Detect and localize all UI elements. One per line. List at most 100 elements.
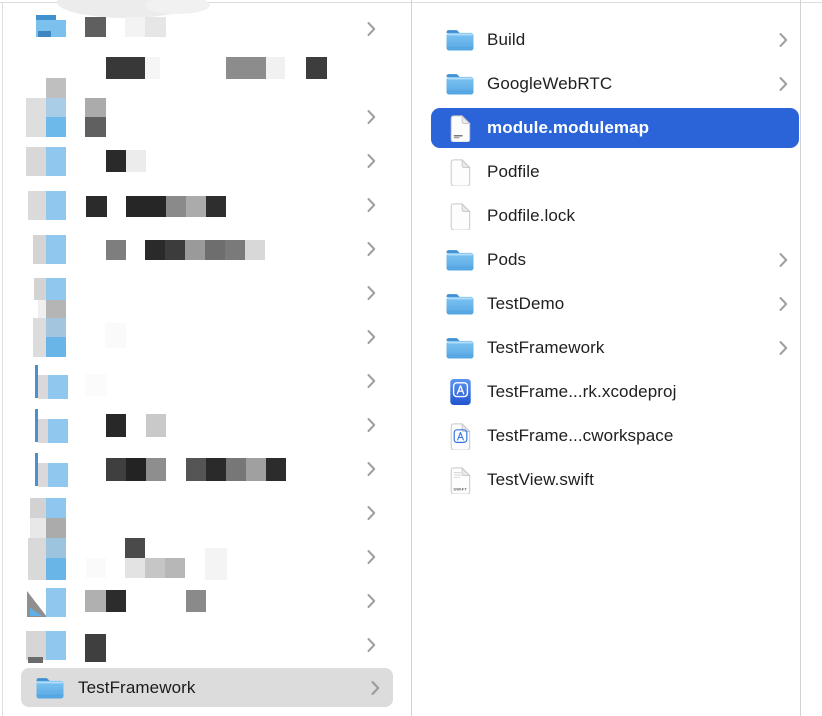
redacted-block: [205, 548, 227, 580]
redacted-block: [185, 240, 205, 260]
left-border-line: [2, 3, 3, 716]
redacted-block: [266, 458, 286, 481]
selected-folder-label: TestFramework: [78, 677, 196, 697]
redacted-block: [30, 607, 42, 616]
column-divider-right: [800, 0, 801, 716]
redacted-block: [246, 458, 266, 481]
chevron-right-icon: [779, 32, 788, 48]
redacted-block: [186, 458, 206, 481]
redacted-block: [85, 634, 106, 662]
selected-folder-row-testframework[interactable]: TestFramework: [21, 668, 393, 707]
file-row-testframework[interactable]: TestFramework: [412, 326, 800, 370]
redacted-block: [186, 590, 206, 612]
chevron-right-icon: [367, 285, 376, 301]
redacted-block: [46, 78, 66, 98]
redacted-block: [226, 458, 246, 481]
finder-column-children: Build GoogleWebRTC module.modulemap Podf…: [412, 0, 800, 716]
redacted-block: [34, 278, 46, 300]
redacted-block: [206, 458, 226, 481]
redacted-block: [48, 463, 68, 487]
redacted-block: [145, 17, 166, 37]
chevron-right-icon: [779, 340, 788, 356]
file-row-podfile-lock[interactable]: Podfile.lock: [412, 194, 800, 238]
folder-icon: [445, 333, 475, 363]
redacted-block: [145, 558, 165, 578]
redacted-block: [26, 147, 46, 176]
chevron-right-icon: [367, 197, 376, 213]
redacted-block: [206, 196, 226, 217]
redacted-block: [186, 196, 206, 217]
selection-highlight: [431, 108, 799, 148]
redacted-block: [165, 558, 185, 578]
redacted-block: [106, 57, 145, 79]
redacted-block: [46, 538, 66, 558]
redacted-block: [85, 117, 106, 137]
redacted-block: [46, 117, 66, 137]
redacted-block: [125, 17, 145, 37]
folder-icon: [445, 245, 475, 275]
file-row-module-modulemap[interactable]: module.modulemap: [412, 106, 800, 150]
redacted-block: [46, 147, 66, 176]
xcodeproj-icon: [445, 377, 475, 407]
file-label: TestFramework: [487, 338, 605, 357]
file-label: GoogleWebRTC: [487, 74, 613, 93]
redacted-block: [28, 191, 46, 220]
redacted-block: [46, 631, 66, 660]
doc-icon: [445, 201, 475, 231]
file-row-testdemo[interactable]: TestDemo: [412, 282, 800, 326]
file-row-testframe-rk-xcodeproj[interactable]: TestFrame...rk.xcodeproj: [412, 370, 800, 414]
redacted-block: [226, 57, 266, 79]
redacted-block: [35, 365, 38, 398]
chevron-right-icon: [779, 76, 788, 92]
redacted-block: [106, 590, 126, 612]
redacted-block: [30, 498, 46, 518]
redacted-block: [46, 498, 66, 518]
redacted-block: [145, 240, 165, 260]
redacted-block: [48, 419, 68, 443]
file-label: Podfile: [487, 162, 540, 181]
file-row-pods[interactable]: Pods: [412, 238, 800, 282]
file-row-build[interactable]: Build: [412, 18, 800, 62]
redacted-block: [46, 191, 66, 220]
redacted-block: [33, 235, 46, 264]
file-row-googlewebrtc[interactable]: GoogleWebRTC: [412, 62, 800, 106]
folder-icon: [445, 25, 475, 55]
redacted-block: [46, 235, 66, 264]
redacted-block: [165, 240, 185, 260]
column-divider: [411, 0, 412, 716]
redacted-block: [86, 558, 106, 578]
chevron-right-icon: [367, 637, 376, 653]
redacted-block: [46, 337, 66, 357]
redacted-block: [145, 57, 160, 79]
redacted-block: [106, 414, 126, 437]
chevron-right-icon: [779, 252, 788, 268]
redacted-block: [46, 558, 66, 580]
redacted-block: [46, 278, 66, 300]
redacted-block: [36, 15, 56, 22]
redacted-block: [245, 240, 265, 260]
redacted-block: [26, 98, 46, 137]
redacted-block: [85, 590, 106, 612]
file-label: TestView.swift: [487, 470, 594, 489]
file-label: Build: [487, 30, 526, 49]
file-label: module.modulemap: [487, 118, 650, 137]
file-row-testframe-cworkspace[interactable]: TestFrame...cworkspace: [412, 414, 800, 458]
redacted-block: [106, 458, 126, 481]
redacted-block: [85, 98, 106, 117]
redacted-block: [205, 240, 225, 260]
redacted-block: [48, 375, 68, 399]
redacted-block: [46, 98, 66, 117]
redacted-block: [125, 558, 145, 578]
chevron-right-icon: [779, 296, 788, 312]
redacted-block: [35, 409, 38, 442]
redacted-block: [166, 196, 186, 217]
redacted-block: [105, 323, 126, 348]
chevron-right-icon: [367, 109, 376, 125]
redacted-block: [86, 196, 107, 217]
file-row-podfile[interactable]: Podfile: [412, 150, 800, 194]
redacted-block: [46, 588, 66, 617]
file-label: TestFrame...cworkspace: [487, 426, 674, 445]
folder-icon: [35, 676, 65, 700]
doc-icon: [445, 157, 475, 187]
